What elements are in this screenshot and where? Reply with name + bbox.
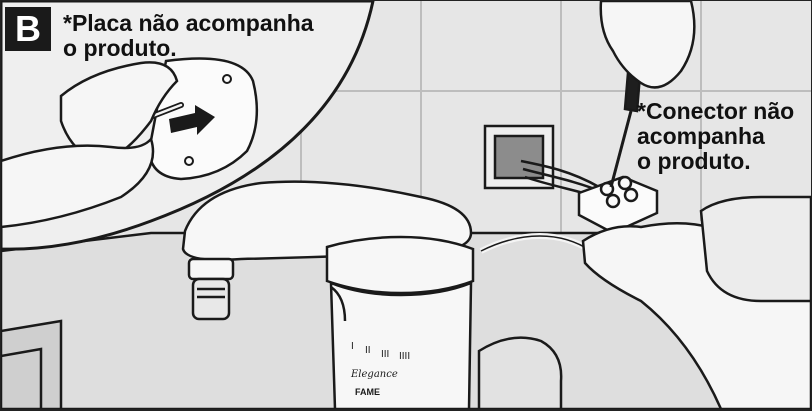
heater-scale-mark: IIII — [399, 351, 410, 362]
wall-flange — [477, 336, 563, 409]
terminal-connector — [577, 175, 659, 235]
plate-note-line: o produto. — [63, 34, 177, 61]
heater-scale-mark: I — [351, 341, 354, 352]
step-badge: B — [5, 7, 51, 51]
water-heater — [325, 235, 475, 409]
heater-scale-mark: II — [365, 345, 371, 356]
connector-note: *Conector não acompanha o produto. — [637, 99, 811, 173]
heater-maker: FAME — [355, 387, 380, 397]
plate-note-line: *Placa não acompanha — [63, 10, 314, 36]
side-appliance — [699, 195, 811, 303]
plate-note: *Placa não acompanha o produto. — [63, 11, 323, 61]
wall-outlet-box — [483, 124, 555, 190]
wires — [479, 159, 612, 254]
inset-plate-detail — [1, 1, 375, 251]
connector-note-line: o produto. — [637, 147, 751, 174]
connector-note-line: *Conector não — [637, 98, 795, 124]
right-hand-upper — [599, 1, 696, 89]
connector-note-line: acompanha — [637, 122, 765, 149]
heater-brand: Elegance — [350, 369, 398, 380]
heater-scale-mark: III — [381, 349, 389, 360]
